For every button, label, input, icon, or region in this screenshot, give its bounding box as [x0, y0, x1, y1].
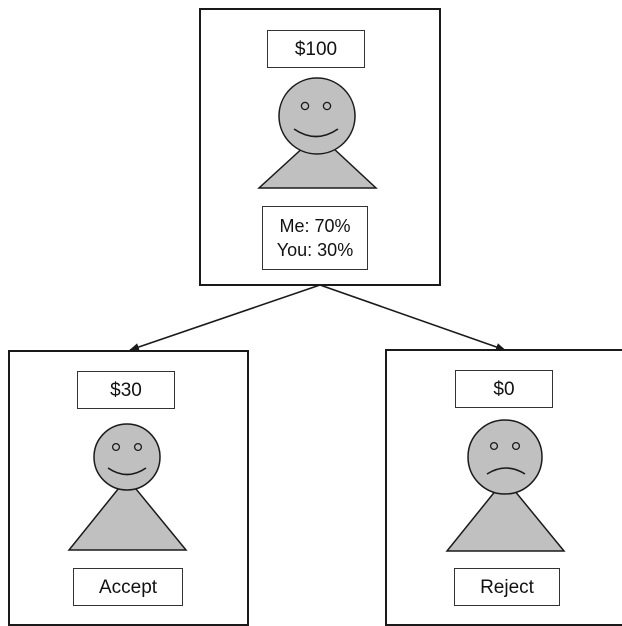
- responder-share-text: You: 30%: [276, 240, 354, 260]
- proposer-share-text: Me: 70%: [279, 215, 351, 236]
- arrow-to-reject: [319, 284, 506, 351]
- arrow-to-accept: [129, 284, 321, 351]
- reject-amount-label: $0: [455, 370, 553, 408]
- accept-decision-label: Accept: [73, 568, 183, 606]
- smiling-person-icon: [67, 423, 188, 551]
- proposer-panel: $100 Me: 70% You: 30%: [199, 8, 441, 286]
- smiling-person-icon: [257, 77, 378, 189]
- split-offer-label: Me: 70% You: 30%: [262, 206, 368, 270]
- reject-outcome-panel: $0 Reject: [385, 349, 622, 626]
- accept-outcome-panel: $30 Accept: [8, 350, 249, 626]
- total-amount-label: $100: [267, 30, 365, 68]
- reject-decision-label: Reject: [454, 568, 560, 606]
- frowning-person-icon: [445, 419, 566, 552]
- accept-amount-label: $30: [77, 371, 175, 409]
